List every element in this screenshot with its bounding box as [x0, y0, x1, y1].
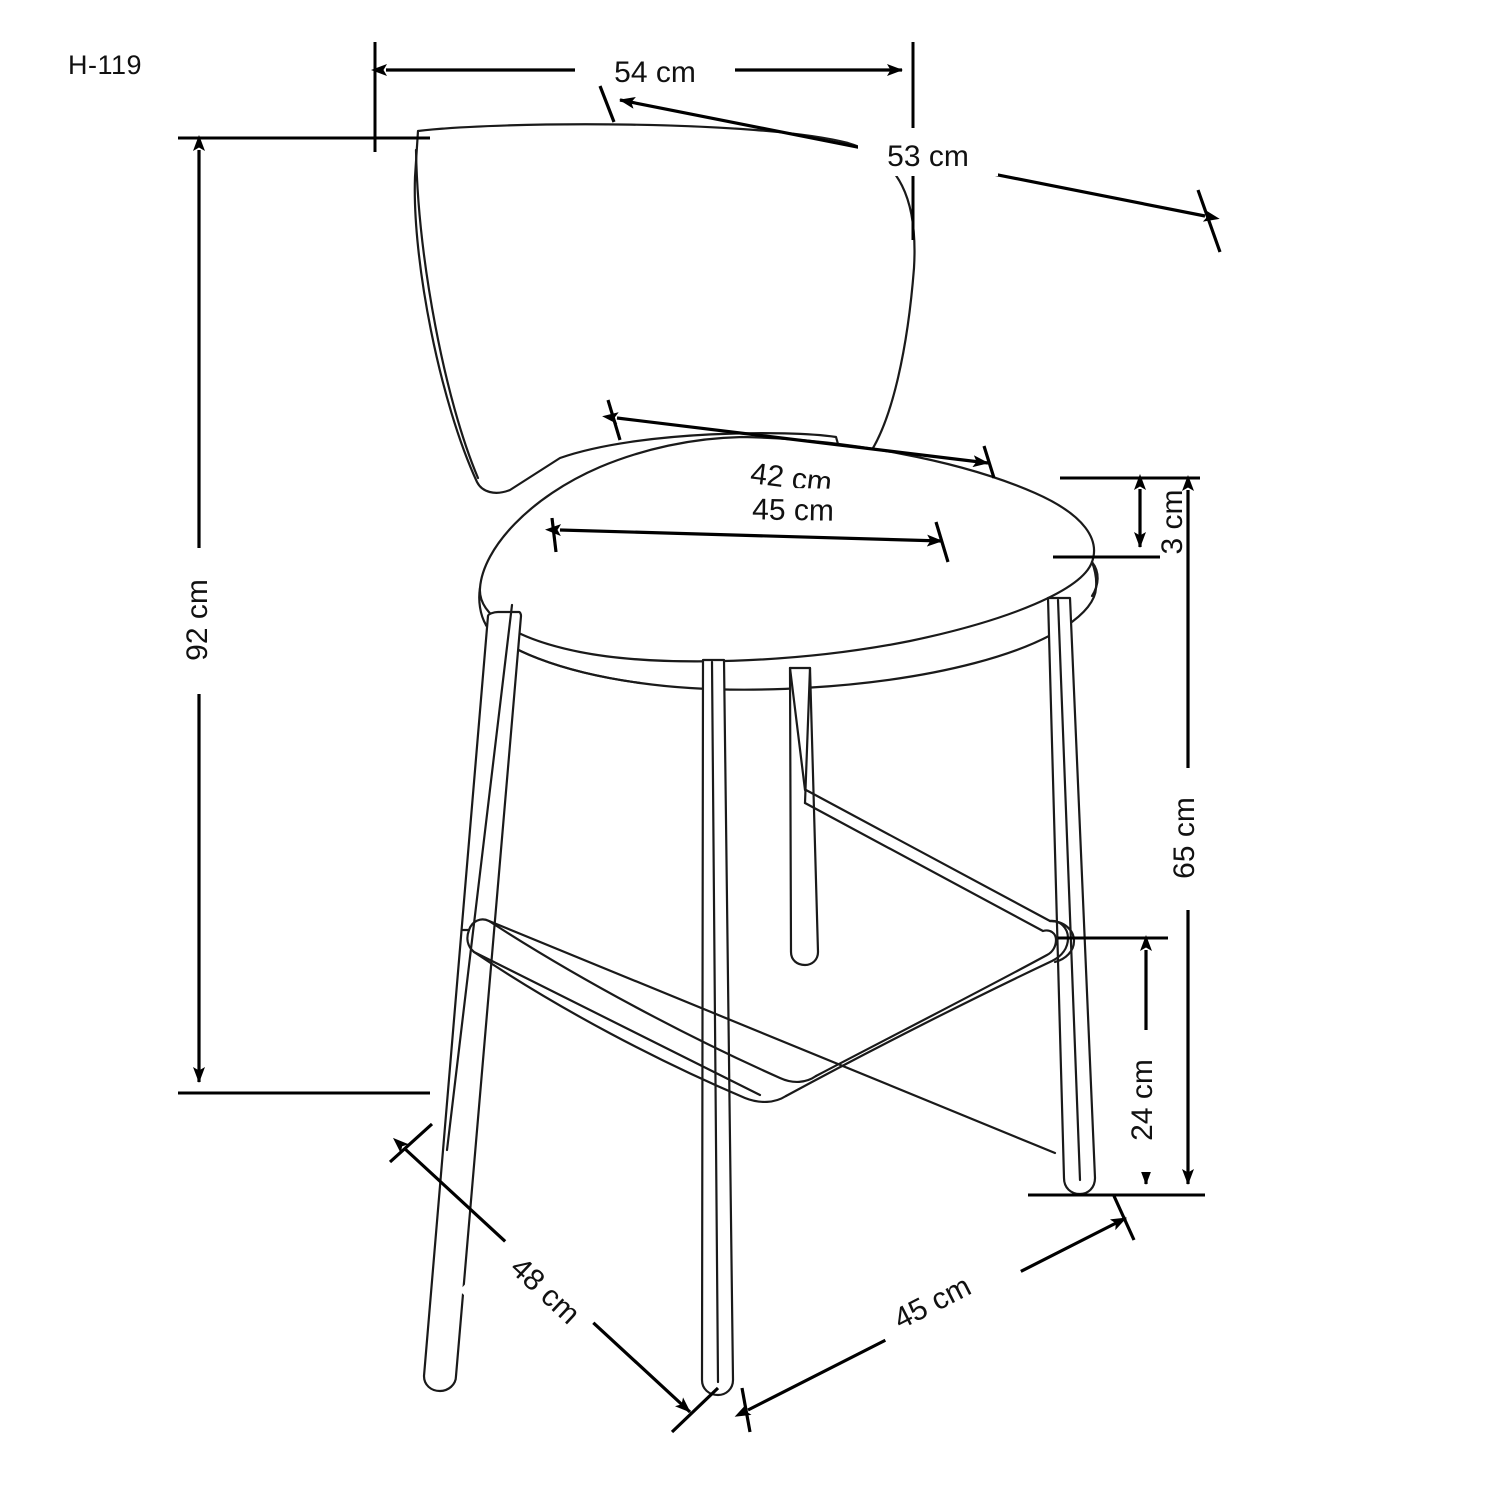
footrest-bar [461, 666, 1076, 1155]
dimension-45cm-seat [545, 486, 950, 563]
dimension-92cm [178, 135, 430, 1095]
backrest-left-edge [414, 148, 480, 480]
dimension-45cm-base [734, 1195, 1136, 1433]
dimension-48cm [388, 1122, 720, 1434]
dimension-label-54cm: 54 cm [614, 56, 696, 89]
dimension-label-24cm: 24 cm [1126, 1059, 1159, 1141]
dimension-label-3cm: 3 cm [1156, 489, 1189, 554]
dimension-label-92cm: 92 cm [181, 579, 214, 661]
dimension-53cm [598, 85, 1222, 253]
dimension-label-53cm: 53 cm [887, 140, 969, 173]
dimension-label-45cm-seat: 45 cm [752, 493, 834, 527]
model-code-label: H-119 [68, 50, 143, 80]
dimension-65cm [1028, 475, 1212, 1197]
dimension-24cm [1058, 935, 1170, 1185]
backrest-shell [413, 123, 916, 494]
dimension-label-65cm: 65 cm [1168, 797, 1201, 879]
seat-cushion [478, 435, 1099, 691]
